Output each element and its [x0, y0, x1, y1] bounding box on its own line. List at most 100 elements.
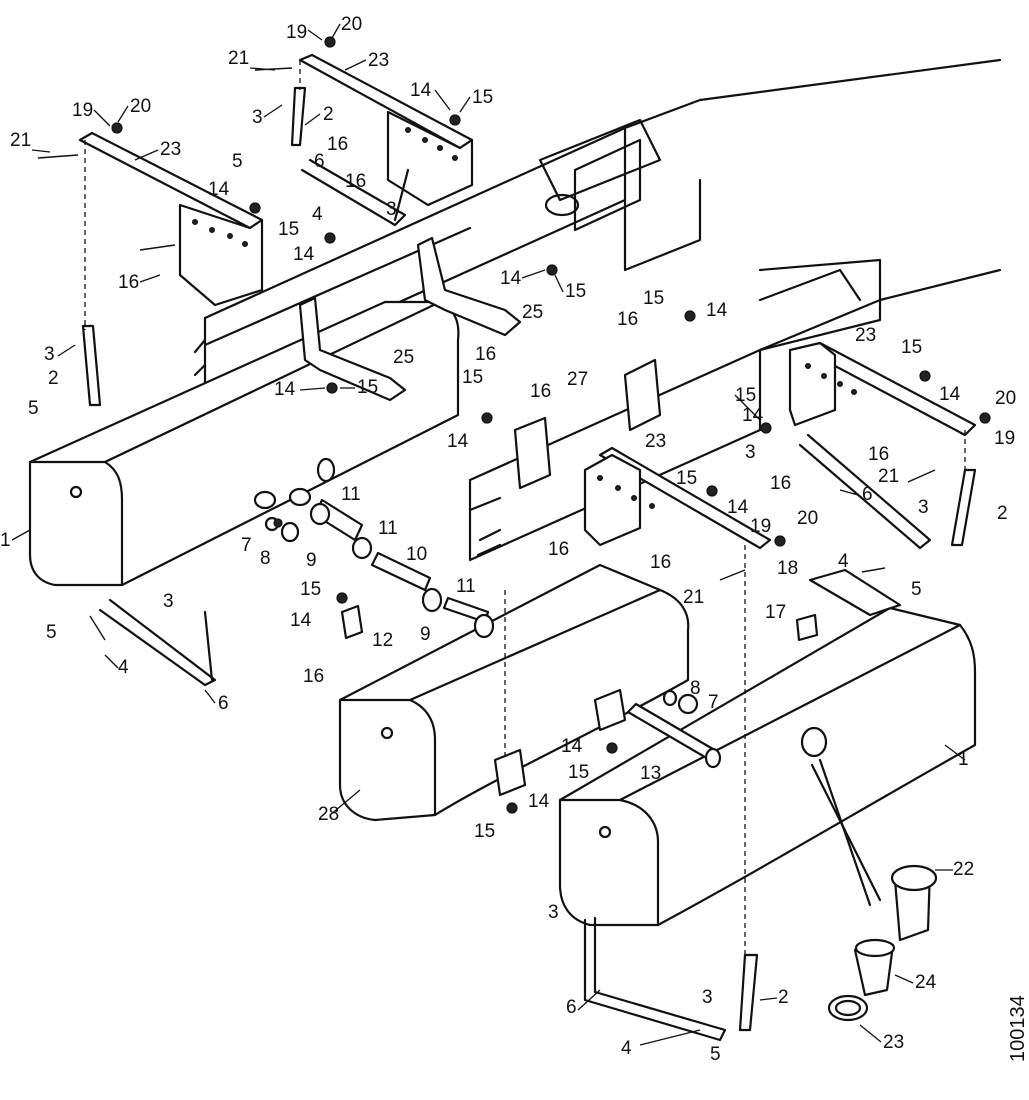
pipes [253, 487, 938, 1022]
c-16-r: 16 [617, 309, 638, 330]
c-16-c: 16 [530, 381, 551, 402]
c-15-l: 15 [278, 219, 299, 240]
c-3-b: 3 [548, 902, 559, 923]
c-5-top: 5 [232, 151, 243, 172]
c-22: 22 [953, 859, 974, 880]
drawing-code: 100134 [1007, 995, 1029, 1062]
c-14-top: 14 [410, 80, 432, 101]
c-5-b: 5 [710, 1044, 721, 1065]
c-15-b2: 15 [474, 821, 495, 842]
fasteners [37, 36, 991, 1046]
c-16-top2: 16 [345, 171, 366, 192]
c-24: 24 [915, 972, 937, 993]
c-6-top: 6 [314, 151, 325, 172]
c-21-c: 21 [683, 587, 704, 608]
c-9-a: 9 [306, 550, 317, 571]
c-20-r: 20 [995, 388, 1016, 409]
c-2-b: 2 [778, 987, 789, 1008]
c-1-l: 1 [0, 530, 11, 551]
c-3-bl: 3 [163, 591, 174, 612]
c-3-r: 3 [745, 442, 756, 463]
c-25-b: 25 [393, 347, 414, 368]
c-15-m: 15 [565, 281, 586, 302]
c-14-c2: 14 [742, 405, 764, 426]
fuel-tank-right [558, 568, 977, 927]
c-3-b2: 3 [702, 987, 713, 1008]
tank-straps [81, 86, 977, 1042]
c-5-l: 5 [28, 398, 39, 419]
c-23-c: 23 [645, 431, 666, 452]
c-13: 13 [640, 763, 661, 784]
c-4-b: 4 [621, 1038, 632, 1059]
c-11-a: 11 [341, 484, 361, 505]
brackets [78, 53, 977, 797]
callout-labels: 19 20 21 23 14 15 3 2 16 6 16 3 5 4 19 2… [0, 14, 1016, 1065]
c-12: 12 [372, 630, 393, 651]
c-8-l: 8 [260, 548, 271, 569]
c-19-top: 19 [286, 22, 307, 43]
c-16-c2: 16 [548, 539, 569, 560]
c-4-r: 4 [838, 551, 849, 572]
c-8-r: 8 [690, 678, 701, 699]
c-15-r: 15 [643, 288, 664, 309]
c-18: 18 [777, 558, 798, 579]
c-4-bl: 4 [118, 657, 129, 678]
c-11-c: 11 [456, 576, 476, 597]
c-15-c3: 15 [676, 468, 697, 489]
c-14-s: 14 [290, 610, 312, 631]
c-23-b: 23 [883, 1032, 904, 1053]
c-14-r2: 14 [939, 384, 961, 405]
c-11-b: 11 [378, 518, 398, 539]
c-7-r: 7 [708, 692, 719, 713]
c-9-b: 9 [420, 624, 431, 645]
c-16-m: 16 [475, 344, 496, 365]
c-4-top: 4 [312, 204, 323, 225]
c-14-r: 14 [706, 300, 728, 321]
c-3-top: 3 [252, 107, 263, 128]
c-21-l: 21 [10, 130, 31, 151]
c-16-c3: 16 [650, 552, 671, 573]
c-2-r: 2 [997, 503, 1008, 524]
c-16-r3: 16 [770, 473, 791, 494]
c-14-l2: 14 [293, 244, 315, 265]
c-16-s: 16 [303, 666, 324, 687]
c-10: 10 [406, 544, 427, 565]
c-5-bl: 5 [46, 622, 57, 643]
c-3-top2: 3 [386, 199, 397, 220]
c-14-c3: 14 [727, 497, 749, 518]
chassis-frame [193, 58, 1002, 562]
c-27: 27 [567, 369, 588, 390]
c-15-m2: 15 [357, 377, 378, 398]
c-5-r: 5 [911, 579, 922, 600]
c-23-top: 23 [368, 50, 389, 71]
fuel-tank-middle [338, 563, 690, 822]
c-16-r2: 16 [868, 444, 889, 465]
c-21-r: 21 [878, 466, 899, 487]
c-16-l: 16 [118, 272, 139, 293]
c-19-r: 19 [994, 428, 1015, 449]
c-14-b: 14 [561, 736, 583, 757]
c-2-l: 2 [48, 368, 59, 389]
c-25-a: 25 [522, 302, 543, 323]
c-6-r: 6 [862, 484, 873, 505]
c-23-l: 23 [160, 139, 181, 160]
c-28: 28 [318, 804, 339, 825]
c-14-c: 14 [447, 431, 469, 452]
c-15-r2: 15 [901, 337, 922, 358]
c-20-l: 20 [130, 96, 151, 117]
c-14-m2: 14 [274, 379, 296, 400]
c-15-s: 15 [300, 579, 321, 600]
c-20-top: 20 [341, 14, 362, 35]
c-15-c2: 15 [735, 385, 756, 406]
c-23-r: 23 [855, 325, 876, 346]
leader-lines [11, 23, 966, 1043]
c-20-c: 20 [797, 508, 818, 529]
c-6-b: 6 [566, 997, 577, 1018]
c-2-top: 2 [323, 104, 334, 125]
c-15-c: 15 [462, 367, 483, 388]
c-21-top: 21 [228, 48, 249, 69]
c-15-top: 15 [472, 87, 493, 108]
c-3-r2: 3 [918, 497, 929, 518]
c-14-m: 14 [500, 268, 522, 289]
